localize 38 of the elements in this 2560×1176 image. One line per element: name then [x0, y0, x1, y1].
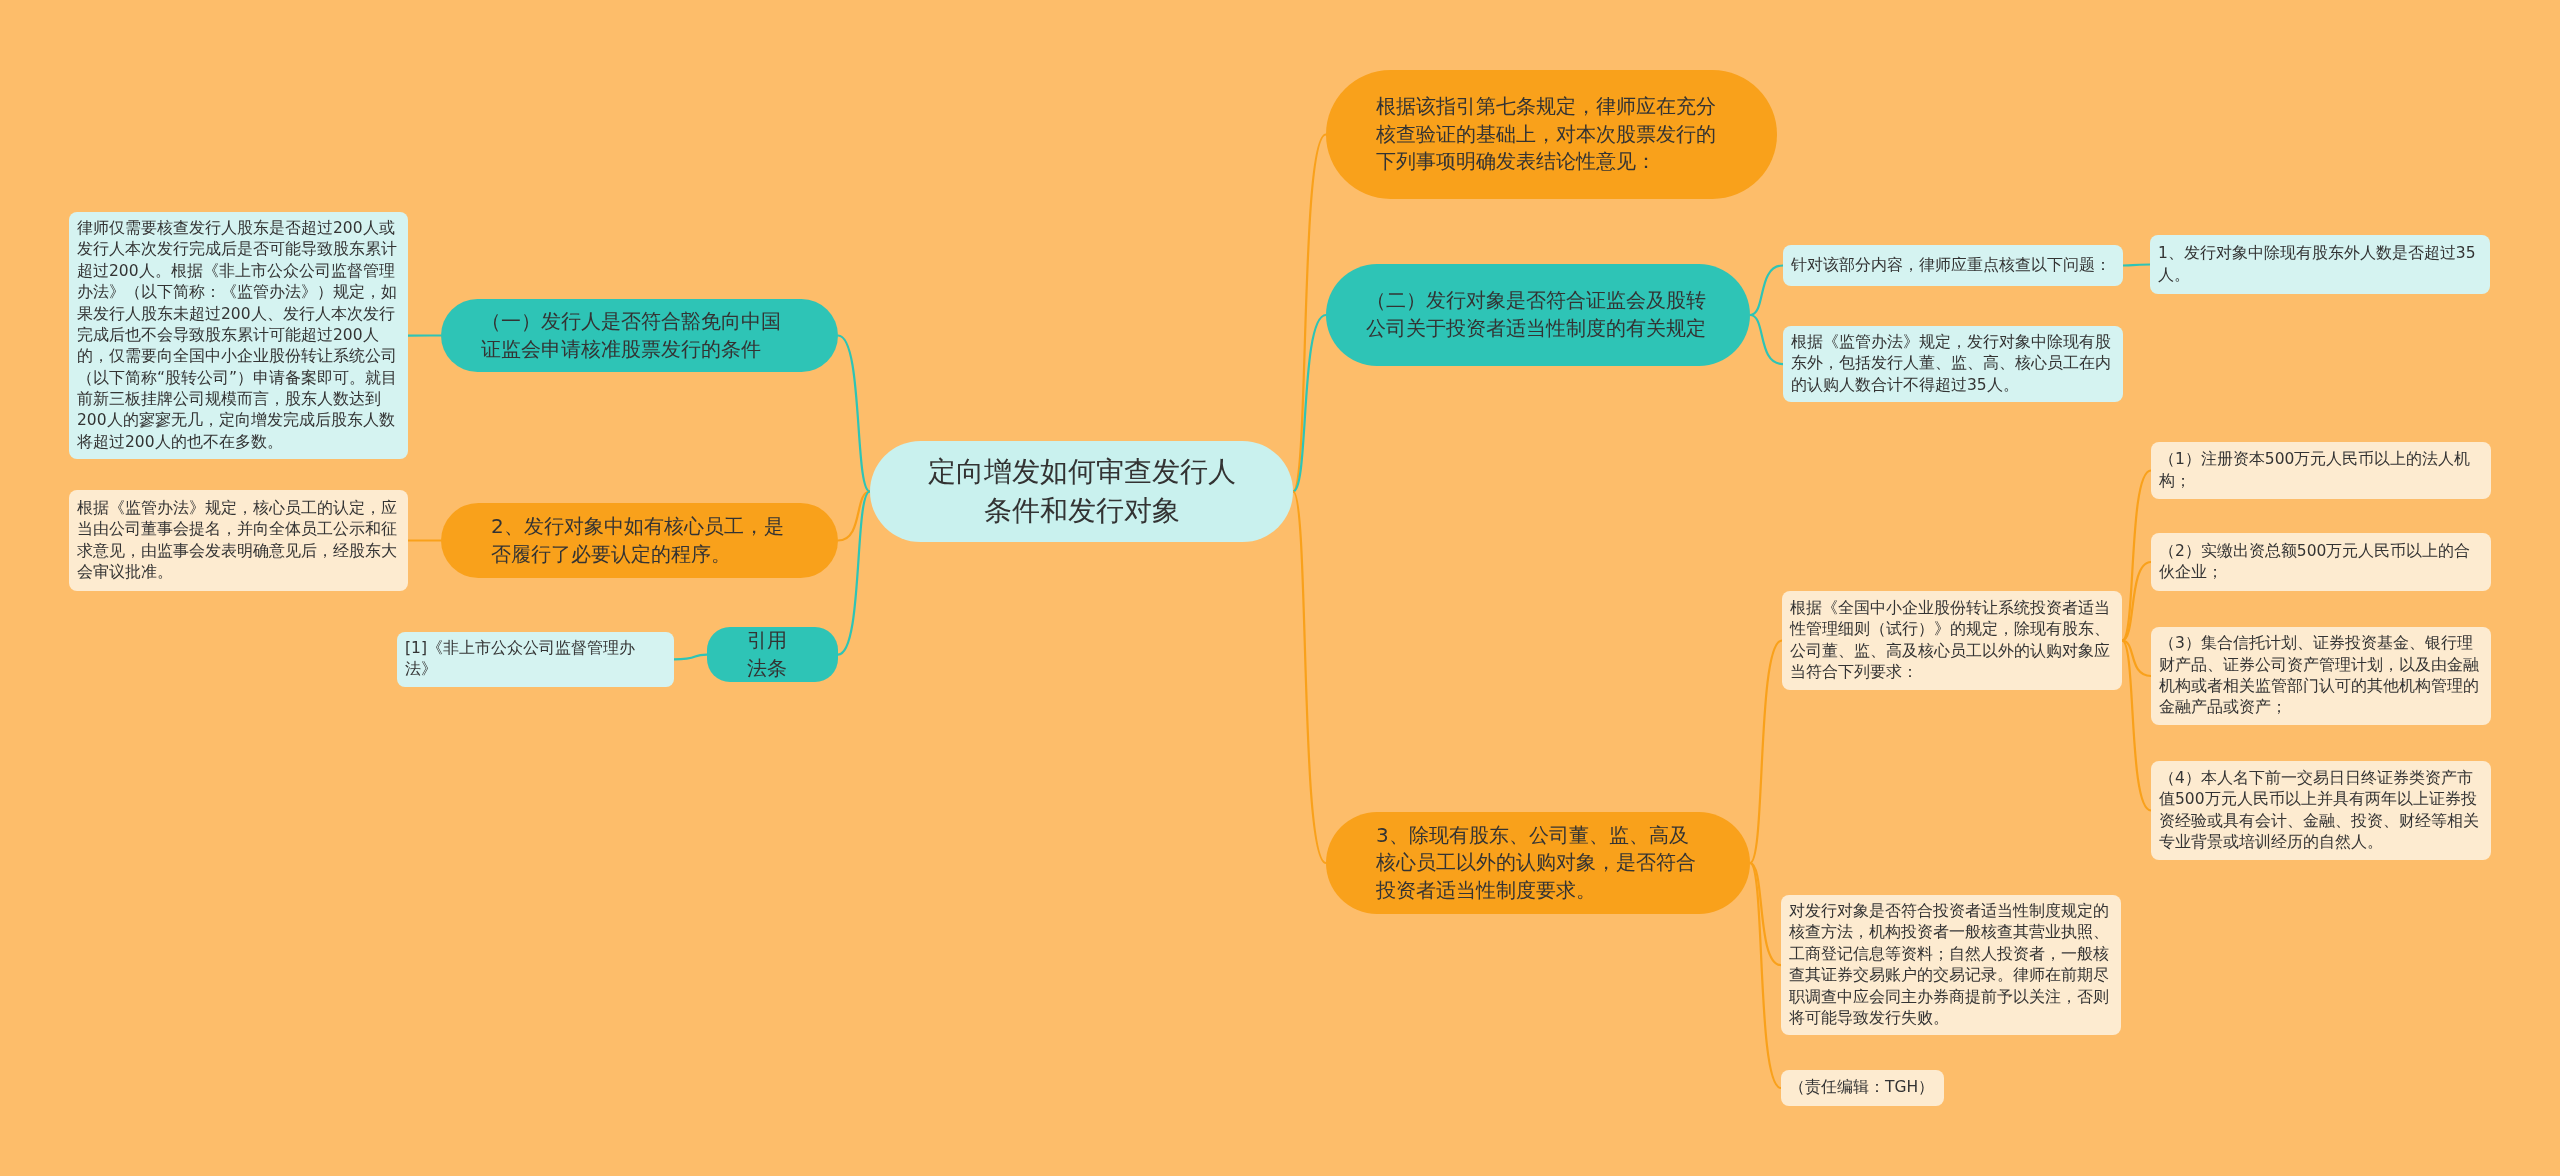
- note-card: 对发行对象是否符合投资者适当性制度规定的核查方法，机构投资者一般核查其营业执照、工商登记信息等资料；自然人投资者，一般核查其证券交易账户的交易记录。律师在前期尽职调查中应会同主办券商提前予以关注，否则将可能导致发行失败。: [1781, 895, 2121, 1036]
- branch-bubble: （二）发行对象是否符合证监会及股转公司关于投资者适当性制度的有关规定: [1326, 264, 1750, 366]
- connector-line: [837, 490, 871, 656]
- branch-bubble: 3、除现有股东、公司董、监、高及核心员工以外的认购对象，是否符合投资者适当性制度要求。: [1326, 812, 1750, 914]
- note-card: 1、发行对象中除现有股东外人数是否超过35人。: [2150, 235, 2490, 294]
- connector-line: [674, 653, 708, 661]
- note-card: 律师仅需要核查发行人股东是否超过200人或发行人本次发行完成后是否可能导致股东累计超过200人。根据《非上市公众公司监督管理办法》（以下简称：《监管办法》）规定，如果发行人股东未超过200人、发行人本次发行完成后也不会导致股东累计可能超过200人的，仅需要向全国中小企业股份转让系统公司（以下简称“股转公司”）申请备案即可。就目前新三板挂牌公司规模而言，股东人数达到200人的寥寥无几，定向增发完成后股东人数将超过200人的也不在多数。: [69, 212, 408, 460]
- connector-line: [408, 334, 441, 337]
- note-card: 针对该部分内容，律师应重点核查以下问题：: [1783, 245, 2123, 286]
- branch-bubble: 2、发行对象中如有核心员工，是否履行了必要认定的程序。: [441, 503, 838, 578]
- note-card: （责任编辑：TGH）: [1781, 1070, 1944, 1106]
- note-card: （1）注册资本500万元人民币以上的法人机构；: [2151, 442, 2491, 499]
- note-card: （3）集合信托计划、证券投资基金、银行理财产品、证券公司资产管理计划，以及由金融机构或者相关监管部门认可的其他机构管理的金融产品或资产；: [2151, 627, 2491, 725]
- connector-line: [1292, 314, 1327, 493]
- note-card: 根据《全国中小企业股份转让系统投资者适当性管理细则（试行）》的规定，除现有股东、公司董、监、高及核心员工以外的认购对象应当符合下列要求：: [1782, 591, 2122, 690]
- connector-line: [1292, 491, 1327, 864]
- branch-bubble: 根据该指引第七条规定，律师应在充分核查验证的基础上，对本次股票发行的下列事项明确发表结论性意见：: [1326, 70, 1777, 199]
- note-card: 根据《监管办法》规定，核心员工的认定，应当由公司董事会提名，并向全体员工公示和征求意见，由监事会发表明确意见后，经股东大会审议批准。: [69, 490, 408, 591]
- connector-line: [1749, 313, 1784, 366]
- connector-line: [1749, 862, 1782, 967]
- topic-bubble: 定向增发如何审查发行人条件和发行对象: [870, 441, 1293, 542]
- branch-bubble: （一）发行人是否符合豁免向中国证监会申请核准股票发行的条件: [441, 299, 838, 372]
- branch-bubble: 引用法条: [707, 627, 838, 683]
- connector-line: [837, 490, 871, 542]
- note-card: （2）实缴出资总额500万元人民币以上的合伙企业；: [2151, 533, 2491, 591]
- connector-line: [2121, 639, 2152, 812]
- connector-line: [837, 334, 871, 493]
- connector-line: [2121, 639, 2152, 678]
- note-card: （4）本人名下前一交易日日终证券类资产市值500万元人民币以上并具有两年以上证券投资经验或具有会计、金融、投资、财经等相关专业背景或培训经历的自然人。: [2151, 761, 2491, 860]
- connector-line: [2123, 263, 2150, 267]
- note-card: [1]《非上市公众公司监督管理办法》: [397, 632, 674, 687]
- note-card: 根据《监管办法》规定，发行对象中除现有股东外，包括发行人董、监、高、核心员工在内的认购人数合计不得超过35人。: [1783, 326, 2123, 403]
- connector-line: [1749, 639, 1783, 864]
- connector-line: [2121, 469, 2152, 642]
- connector-line: [1749, 862, 1782, 1089]
- connector-line: [408, 539, 441, 542]
- connector-line: [1749, 264, 1784, 317]
- connector-line: [1292, 133, 1327, 492]
